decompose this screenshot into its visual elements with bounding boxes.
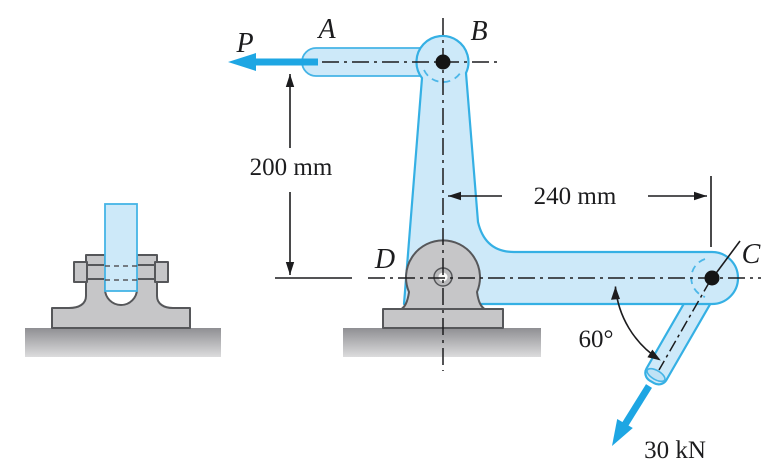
pin-c [704, 270, 720, 286]
pin-b [435, 54, 451, 70]
dim-240-label: 240 mm [534, 183, 617, 210]
force-30kn-shaft [618, 384, 652, 433]
bolt-head-right [154, 261, 169, 283]
dim-200-label: 200 mm [250, 154, 333, 181]
pin-hole-d [438, 272, 448, 282]
dimension-200mm: 200 mm [250, 74, 352, 279]
force-30kn-arrowhead [612, 419, 633, 446]
force-30kn [612, 384, 652, 446]
force-p [228, 53, 318, 71]
rod-end-face [646, 367, 666, 383]
label-point-a: A [316, 14, 336, 45]
leader-line-c [713, 240, 741, 277]
angle-arrow-lower [647, 349, 661, 361]
angle-arrow-upper [611, 286, 620, 300]
angle-label: 60° [579, 326, 614, 353]
angle-annotation: 60° [579, 286, 661, 361]
hidden-circle-b [423, 69, 463, 83]
rod-axis-line [658, 280, 711, 371]
label-point-b: B [470, 16, 487, 47]
bolt-head-left [73, 261, 88, 283]
blue-bar [104, 203, 138, 292]
label-point-d: D [374, 244, 395, 275]
ground-left [25, 328, 221, 357]
point-labels: P A B C D 30 kN [235, 14, 760, 464]
label-point-c: C [742, 239, 761, 270]
dimension-240mm: 240 mm [448, 176, 712, 247]
ground-right [343, 328, 541, 357]
support-detail-view [25, 203, 221, 357]
main-assembly [301, 34, 740, 386]
centerlines [322, 18, 761, 371]
label-force-p: P [235, 28, 253, 59]
label-force-30kn: 30 kN [644, 437, 706, 464]
force-p-arrowhead [228, 53, 256, 71]
